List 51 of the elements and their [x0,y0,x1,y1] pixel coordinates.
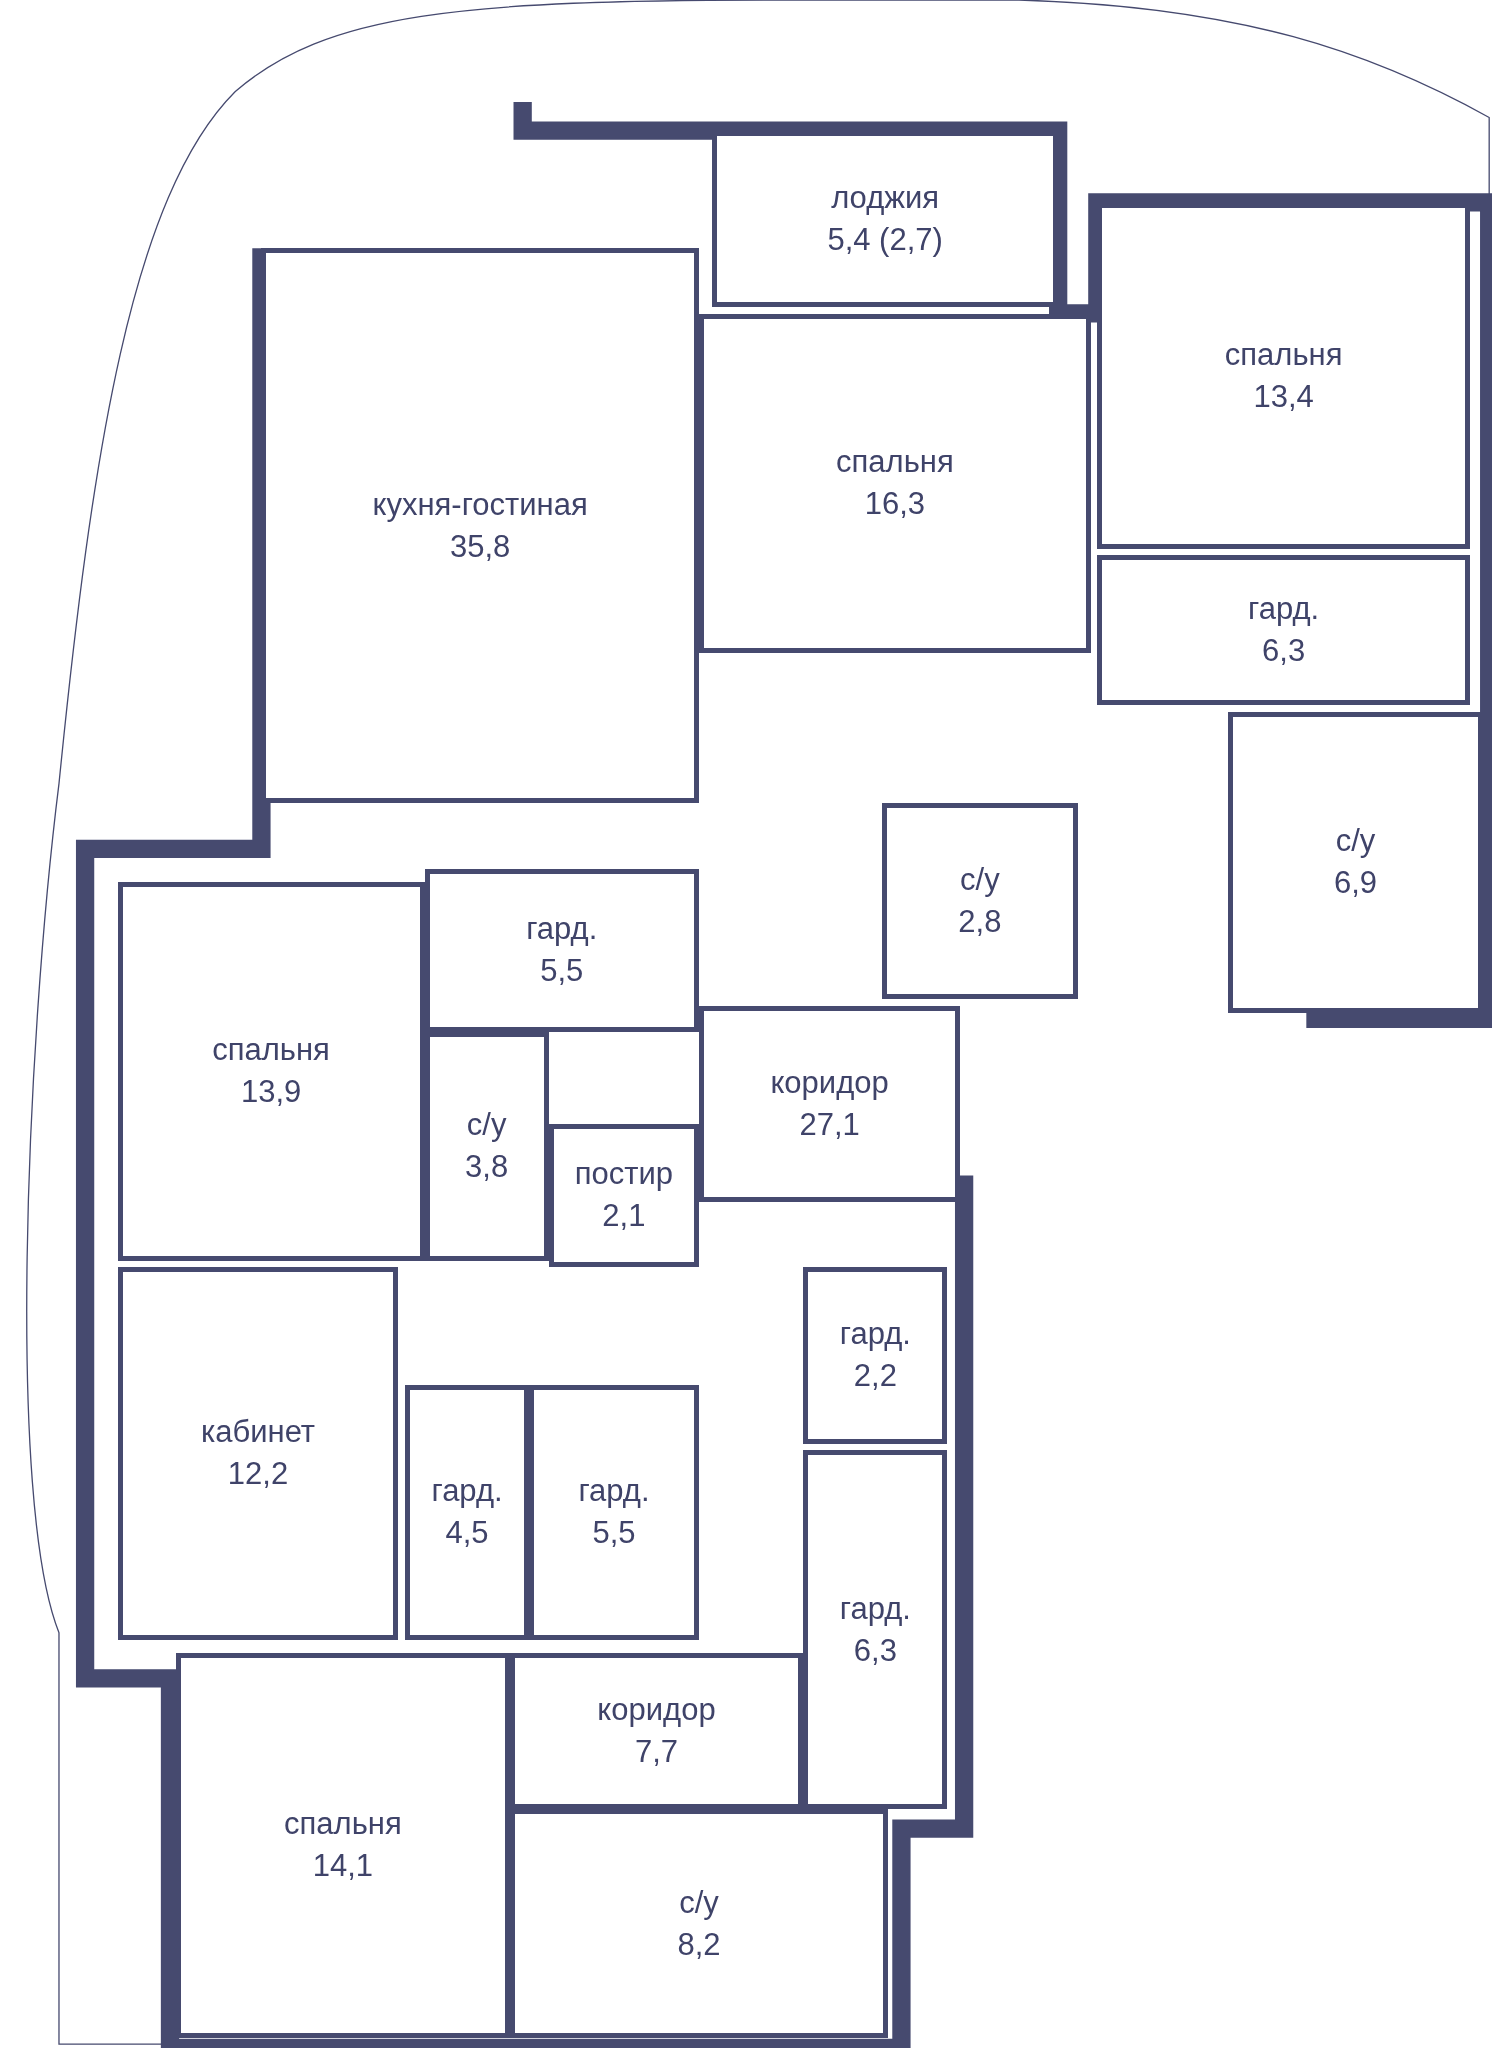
room-name: с/у [679,1883,719,1922]
room-name: спальня [1224,335,1343,374]
room-outline [1097,555,1470,706]
room-outline [424,868,699,1033]
room-area: 12,2 [227,1453,289,1496]
room-name: с/у [960,861,1000,900]
room-name: коридор [770,1063,889,1102]
room-outline [698,313,1091,654]
room-name: лоджия [831,178,940,217]
room-outline [881,803,1078,1000]
room-area: 13,4 [1253,375,1314,418]
room-area: 2,8 [958,901,1002,944]
room-name: спальня [836,443,954,482]
room-area: 35,8 [449,525,511,568]
room-name: кабинет [200,1413,316,1452]
room-area: 2,1 [602,1195,646,1238]
room-outline [117,1267,399,1640]
room-area: 6,3 [853,1629,897,1672]
room-area: 13,9 [240,1071,302,1114]
room-outline [117,881,425,1261]
room-name: с/у [1335,822,1376,861]
room-name: гард. [431,1472,503,1511]
room-area: 2,2 [853,1355,897,1398]
room-outline [803,1267,948,1444]
room-area: 27,1 [799,1103,860,1146]
room-name: постир [574,1155,673,1194]
room-name: гард. [1248,590,1320,629]
room-area: 14,1 [312,1845,374,1888]
room-area: 5,5 [592,1512,636,1555]
room-area: 3,8 [465,1146,509,1189]
room-name: гард. [526,910,598,949]
room-area: 8,2 [677,1923,721,1966]
room-name: кухня-гостиная [372,485,588,524]
room-outline [803,1450,948,1810]
room-area: 6,3 [1262,630,1306,673]
room-outline [529,1384,699,1640]
room-area: 5,4 (2,7) [827,218,943,261]
room-outline [405,1384,530,1640]
room-name: спальня [212,1031,330,1070]
room-name: гард. [578,1472,650,1511]
room-area: 4,5 [445,1512,489,1555]
room-outline [698,1006,961,1202]
room-name: гард. [839,1589,911,1628]
room-name: с/у [466,1106,507,1145]
room-area: 5,5 [540,950,584,993]
room-area: 7,7 [634,1731,679,1774]
room-name: гард. [839,1315,911,1354]
room-name: коридор [597,1691,716,1730]
room-name: спальня [284,1805,402,1844]
room-area: 16,3 [864,483,926,526]
room-area: 6,9 [1333,862,1377,905]
